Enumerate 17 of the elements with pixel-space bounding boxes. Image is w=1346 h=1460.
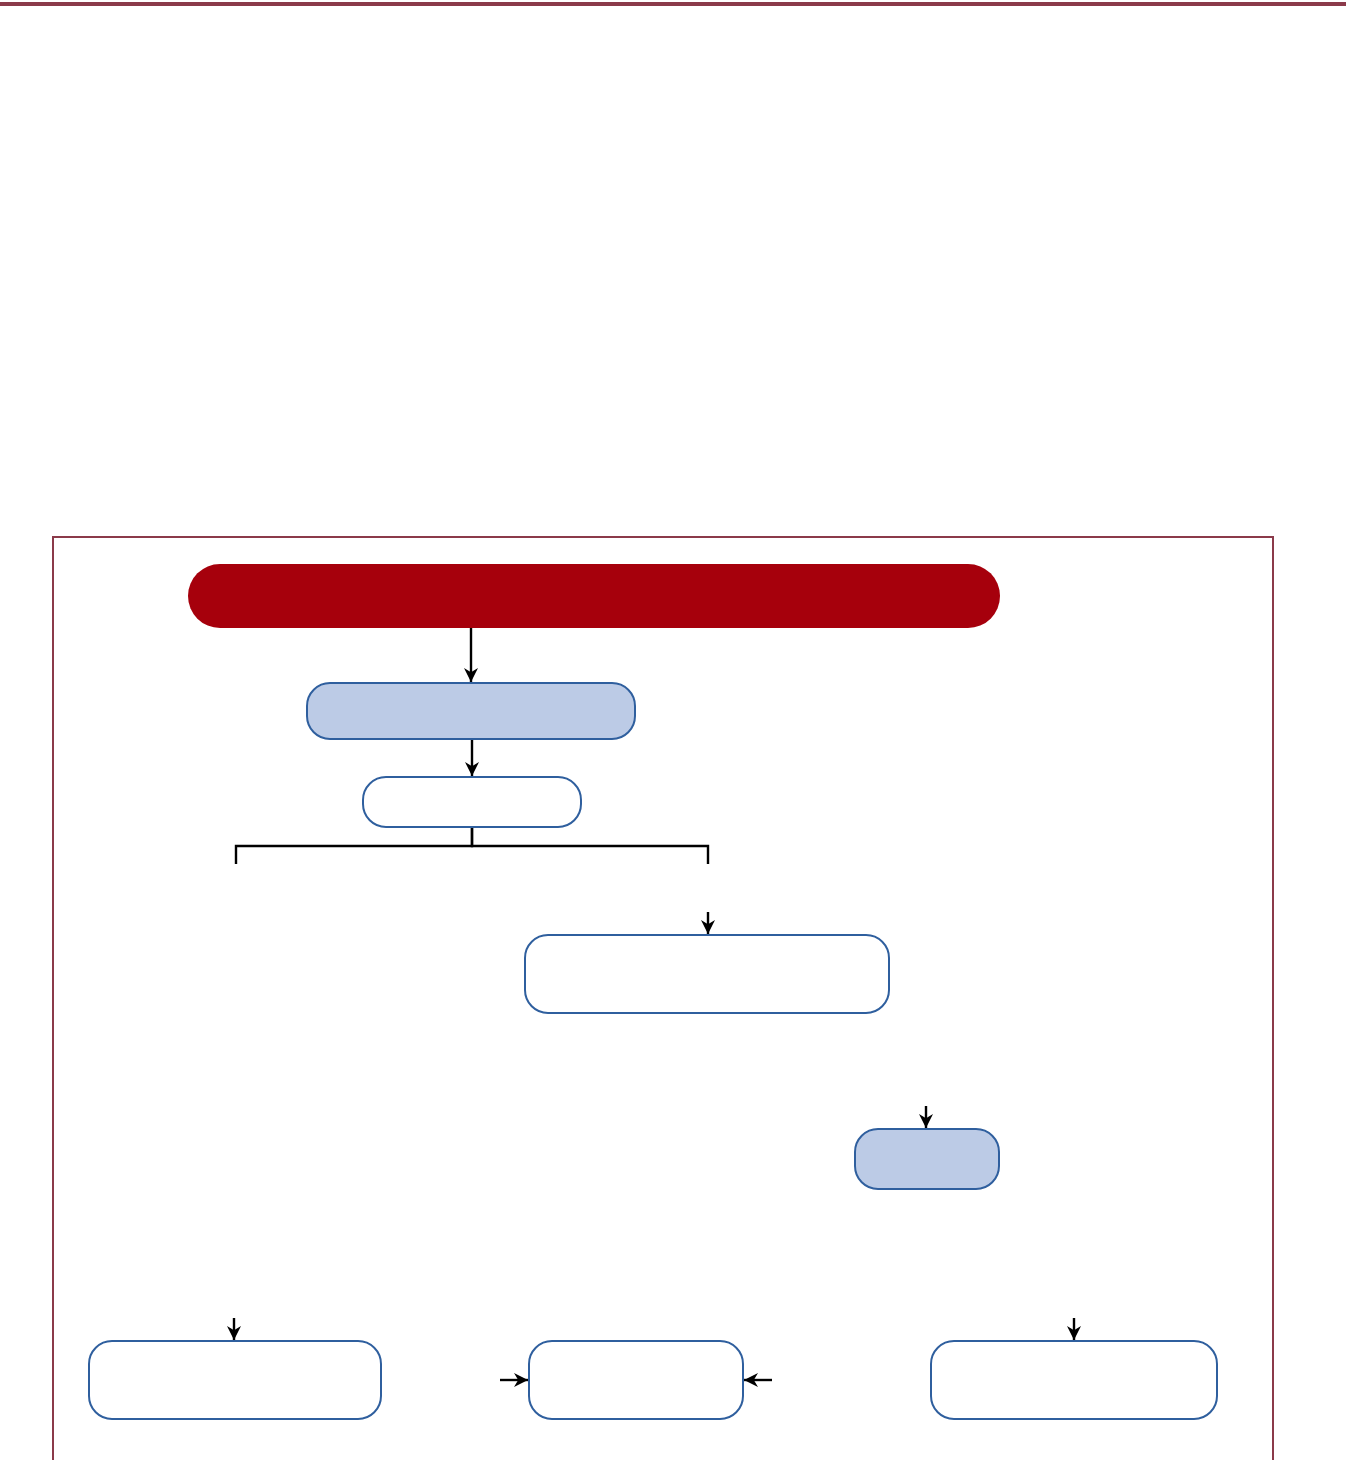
process-box — [854, 1128, 1000, 1190]
connector-line — [470, 828, 710, 864]
process-box — [306, 682, 636, 740]
banner-bar — [188, 564, 1000, 628]
arrow — [464, 628, 478, 682]
process-box — [930, 1340, 1218, 1420]
arrow — [701, 912, 715, 934]
arrow — [1067, 1318, 1081, 1340]
process-box — [362, 776, 582, 828]
process-box — [524, 934, 890, 1014]
process-box — [88, 1340, 382, 1420]
arrow — [744, 1373, 772, 1387]
process-box — [528, 1340, 744, 1420]
arrow — [500, 1373, 528, 1387]
arrow — [919, 1106, 933, 1128]
arrow — [227, 1318, 241, 1340]
arrow — [465, 740, 479, 776]
